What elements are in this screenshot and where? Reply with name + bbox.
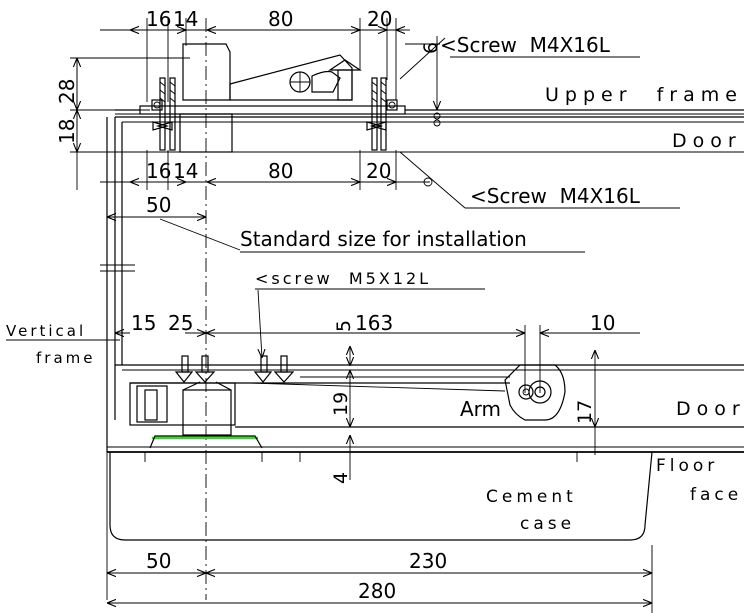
dim-mid-16: 16 [146, 159, 171, 183]
dim-top-6: 6 [420, 42, 442, 54]
dim-bottom-50: 50 [146, 549, 171, 573]
dim-mid-20: 20 [366, 159, 391, 183]
standard-size-section: 50 Standard size for installation [107, 193, 585, 253]
label-face: face [690, 485, 742, 505]
dim-163: 163 [355, 311, 393, 335]
dim-mid-80: 80 [268, 159, 293, 183]
label-vertical: Vertical [6, 322, 86, 340]
dim-left-28: 28 [55, 79, 79, 104]
label-arm: Arm [460, 397, 501, 421]
dim-50-top: 50 [146, 193, 171, 217]
dim-top-80: 80 [268, 7, 293, 31]
dim-10: 10 [590, 311, 615, 335]
label-cement: Cement [486, 487, 577, 507]
vertical-frame: Vertical frame [6, 117, 135, 600]
left-screws [151, 77, 176, 151]
label-upper-frame: Upper frame [545, 84, 743, 106]
right-screws [366, 77, 398, 151]
label-screw-top: <Screw M4X16L [440, 33, 611, 57]
dim-top-20: 20 [367, 7, 392, 31]
label-frame: frame [36, 349, 95, 367]
dim-25: 25 [168, 311, 193, 335]
dim-top-16: 16 [146, 7, 171, 31]
label-standard-size: Standard size for installation [240, 227, 527, 251]
label-door-bottom: Door [676, 398, 744, 420]
label-screw-mid: <Screw M4X16L [470, 184, 641, 208]
closer-body [182, 43, 231, 101]
dim-bottom-280: 280 [358, 579, 396, 603]
mounting-plate [139, 105, 406, 115]
dim-top-14: 14 [173, 7, 198, 31]
label-door-top: Door [672, 130, 742, 152]
dim-bottom-230: 230 [409, 549, 447, 573]
dim-19: 19 [330, 392, 352, 416]
dim-mid-14: 14 [173, 159, 198, 183]
dim-5: 5 [333, 320, 355, 332]
arm-plate [504, 364, 566, 421]
label-floor: Floor [656, 456, 718, 476]
cement-case [109, 451, 653, 541]
label-case: case [520, 514, 575, 534]
dim-left-18: 18 [55, 119, 79, 144]
spindle-block [182, 389, 232, 436]
dim-17: 17 [574, 400, 596, 424]
dim-4: 4 [330, 472, 352, 484]
upper-frame-section: 16 14 80 20 6 <Screw M4X16L 28 18 16 14 … [55, 7, 744, 209]
dim-15: 15 [131, 311, 156, 335]
lower-screws [174, 355, 295, 383]
label-screw-small: <screw M5X12L [255, 269, 431, 288]
pivot-inner [534, 386, 546, 398]
floor-section: <screw M5X12L 15 25 5 163 10 Arm Door [107, 269, 744, 613]
